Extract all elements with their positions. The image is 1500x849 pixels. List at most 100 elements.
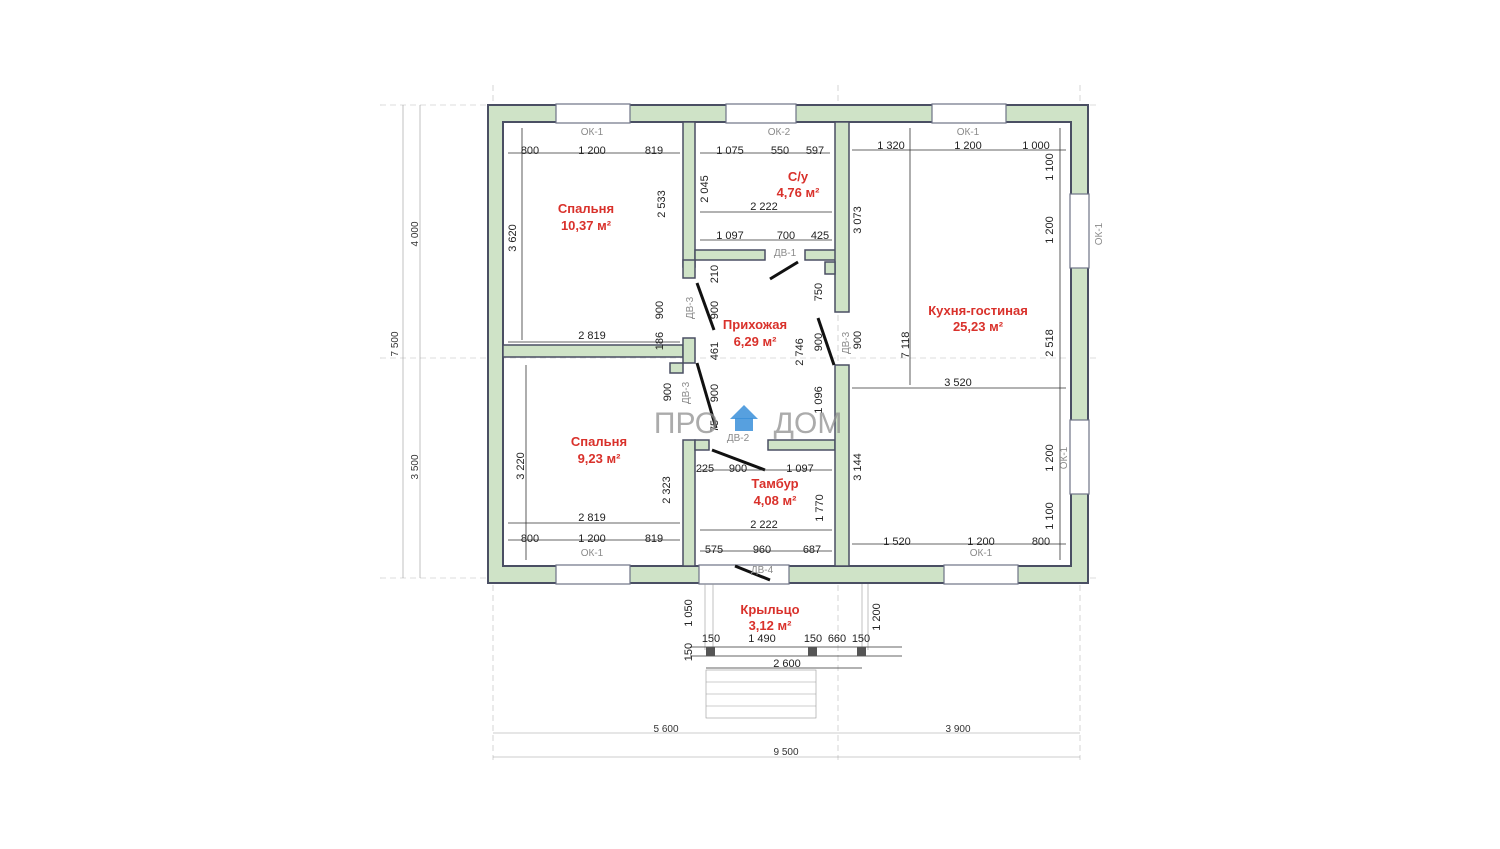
dim-label: 3 220 — [515, 452, 527, 480]
window-right-2 — [1069, 419, 1090, 495]
door-dv3-left-bottom — [695, 362, 718, 429]
element-tags: ОК-1 ОК-2 ОК-1 ОК-1 ОК-1 ОК-1 ОК-1 ДВ-1 … — [581, 127, 1105, 576]
tag-dv3-right: ДВ-3 — [841, 331, 852, 354]
dim-label: 1 100 — [1044, 153, 1056, 181]
tag-ok1-top-right: ОК-1 — [957, 127, 980, 138]
dim-label: 597 — [806, 145, 824, 157]
dim-label: 2 323 — [661, 476, 673, 504]
dim-label: 819 — [645, 145, 663, 157]
dim-label: 1 000 — [1022, 140, 1050, 152]
tag-ok1-bottom-right: ОК-1 — [970, 548, 993, 559]
dim-label: 5 600 — [653, 724, 678, 735]
window-top-2 — [725, 103, 797, 124]
porch-post-2 — [808, 647, 817, 656]
dim-label: 687 — [803, 544, 821, 556]
tag-ok1-right-bottom: ОК-1 — [1059, 446, 1070, 469]
room-porch-area: 3,12 м² — [749, 618, 793, 633]
dim-label: 7 118 — [900, 332, 912, 359]
porch-post-3 — [857, 647, 866, 656]
tag-ok1-right-top: ОК-1 — [1094, 222, 1105, 245]
tag-dv2: ДВ-2 — [727, 433, 750, 444]
dim-label: 210 — [709, 265, 721, 283]
room-bathroom-name: С/у — [788, 169, 809, 184]
dim-label: 2 600 — [773, 658, 801, 670]
dim-label: 186 — [654, 332, 666, 350]
room-bedroom-2-name: Спальня — [571, 434, 627, 449]
dimension-lines — [508, 128, 1066, 560]
porch-steps — [705, 669, 817, 719]
dim-label: 150 — [852, 633, 870, 645]
dim-label: 900 — [662, 383, 674, 401]
dim-label: 425 — [811, 230, 829, 242]
tag-dv1: ДВ-1 — [774, 248, 797, 259]
dim-label: 1 770 — [814, 494, 826, 522]
room-porch-name: Крыльцо — [740, 602, 799, 617]
house-icon — [730, 405, 758, 431]
dim-label: 750 — [813, 283, 825, 301]
room-hallway-area: 6,29 м² — [734, 334, 778, 349]
dim-label: 900 — [813, 333, 825, 351]
logo-text-left: ПРО — [654, 407, 718, 440]
tag-ok1-bottom-left: ОК-1 — [581, 548, 604, 559]
dim-label: 2 518 — [1044, 329, 1056, 357]
room-bedroom-1-name: Спальня — [558, 201, 614, 216]
tag-dv3-left-top: ДВ-3 — [685, 296, 696, 319]
dim-label: 1 096 — [813, 386, 825, 414]
dim-label: 2 819 — [578, 512, 606, 524]
dim-label: 9 500 — [773, 747, 798, 758]
room-hallway-name: Прихожая — [723, 317, 787, 332]
dim-label: 225 — [696, 463, 714, 475]
dim-label: 800 — [521, 145, 539, 157]
dim-label: 2 045 — [699, 175, 711, 203]
dim-label: 800 — [1032, 536, 1050, 548]
room-vestibule-name: Тамбур — [751, 476, 798, 491]
dim-label: 150 — [683, 643, 695, 661]
dim-label: 2 222 — [750, 519, 778, 531]
dim-label: 1 097 — [716, 230, 744, 242]
dim-label: 900 — [709, 301, 721, 319]
dim-label: 2 746 — [794, 338, 806, 366]
outer-dimensions — [402, 105, 1080, 758]
window-bottom-2 — [943, 564, 1019, 585]
door-dv4 — [734, 564, 771, 582]
dim-label: 960 — [753, 544, 771, 556]
dim-label: 1 100 — [1044, 502, 1056, 530]
dimension-numbers: 800 1 200 819 1 075 550 597 1 320 1 200 … — [390, 140, 1056, 758]
dim-label: 1 050 — [683, 599, 695, 627]
dim-label: 1 200 — [967, 536, 995, 548]
dim-label: 1 490 — [748, 633, 776, 645]
dim-label: 4 000 — [410, 221, 421, 246]
door-dv2 — [711, 448, 766, 472]
dim-label: 900 — [852, 331, 864, 349]
outer-walls — [487, 104, 1089, 584]
dim-label: 900 — [729, 463, 747, 475]
door-dv3-right — [816, 317, 836, 366]
dim-label: 700 — [777, 230, 795, 242]
room-kitchen-area: 25,23 м² — [953, 319, 1004, 334]
room-bathroom-area: 4,76 м² — [777, 185, 821, 200]
interior-walls — [502, 121, 850, 567]
dim-label: 575 — [705, 544, 723, 556]
porch-post-1 — [706, 647, 715, 656]
doors — [695, 260, 836, 582]
dim-label: 1 075 — [716, 145, 744, 157]
window-top-1 — [555, 103, 631, 124]
dim-label: 75 — [709, 420, 721, 432]
dim-label: 1 200 — [871, 603, 883, 631]
window-bottom-1 — [555, 564, 631, 585]
door-dv3-left-top — [695, 282, 716, 331]
room-labels: Спальня 10,37 м² С/у 4,76 м² Кухня-гости… — [558, 169, 1028, 633]
dim-label: 900 — [709, 384, 721, 402]
dim-label: 3 620 — [507, 224, 519, 252]
door-dv1 — [769, 260, 799, 281]
dim-label: 3 520 — [944, 377, 972, 389]
dim-label: 1 097 — [786, 463, 814, 475]
dim-label: 550 — [771, 145, 789, 157]
room-vestibule-area: 4,08 м² — [754, 493, 798, 508]
dim-label: 3 500 — [410, 454, 421, 479]
dim-label: 900 — [654, 301, 666, 319]
room-kitchen-name: Кухня-гостиная — [928, 303, 1028, 318]
dim-label: 1 200 — [1044, 216, 1056, 244]
dim-label: 3 900 — [945, 724, 970, 735]
dim-label: 1 200 — [1044, 444, 1056, 472]
